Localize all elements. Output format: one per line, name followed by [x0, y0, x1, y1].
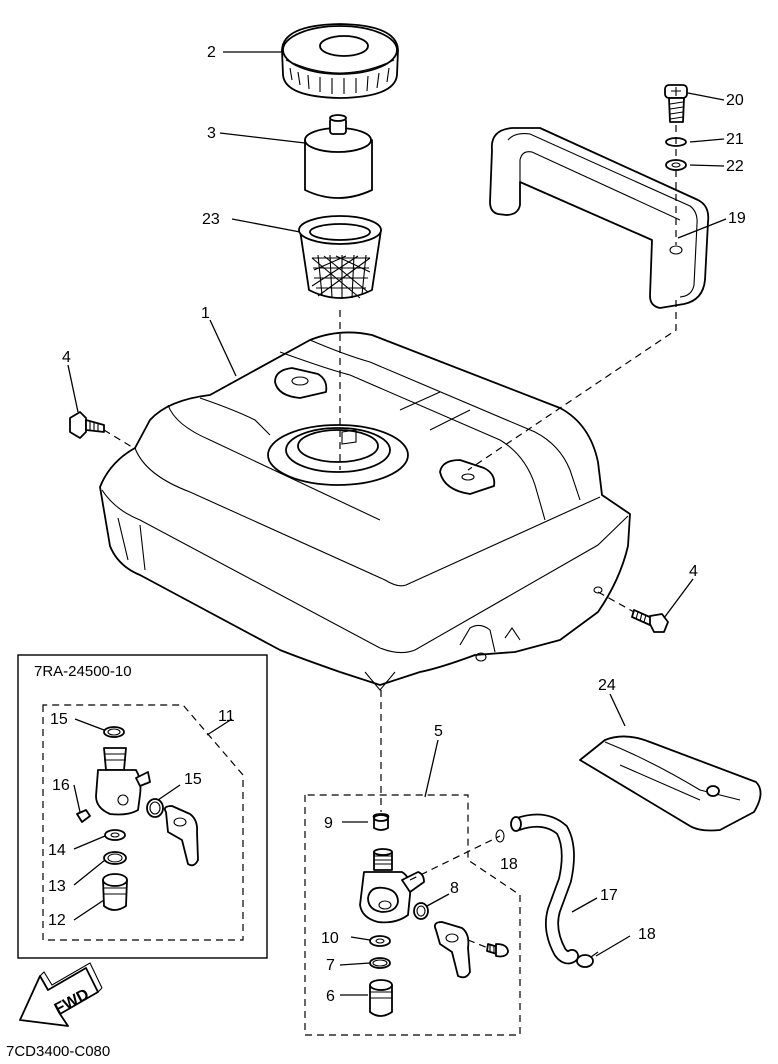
group-5-outline: [304, 794, 521, 1036]
kit-box: [17, 654, 268, 959]
callout-22: 22: [726, 158, 744, 175]
callout-21: 21: [726, 131, 744, 148]
leader-lines: [67, 51, 727, 996]
callout-24: 24: [598, 677, 616, 694]
forward-direction-arrow: FWD: [19, 962, 103, 1027]
callout-10: 10: [321, 930, 339, 947]
fuel-hose: [510, 813, 579, 965]
callout-2: 2: [207, 44, 216, 61]
fuel-cock-assembly: [359, 813, 509, 1017]
callout-15-lower: 15: [184, 771, 202, 788]
callout-20: 20: [726, 92, 744, 109]
drawing-code: 7CD3400-C080: [6, 1043, 110, 1060]
callout-3: 3: [207, 125, 216, 142]
fuel-filter-cup: [304, 114, 373, 199]
kit-group-11-outline: [42, 704, 244, 941]
callout-4-right: 4: [689, 563, 698, 580]
carry-handle: [489, 127, 710, 309]
callout-7: 7: [326, 957, 335, 974]
callout-6: 6: [326, 988, 335, 1005]
callout-9: 9: [324, 815, 333, 832]
kit-part-number: 7RA-24500-10: [34, 663, 132, 680]
callout-18-lower: 18: [638, 926, 656, 943]
callout-23: 23: [202, 211, 220, 228]
callout-8: 8: [450, 880, 459, 897]
callout-18-upper: 18: [500, 856, 518, 873]
callout-5: 5: [434, 723, 443, 740]
tank-bolt-right: [631, 609, 669, 633]
fuel-cap: [281, 23, 399, 99]
handle-bolt: [664, 84, 688, 123]
callout-12: 12: [48, 912, 66, 929]
callout-14: 14: [48, 842, 66, 859]
fuel-cock-kit-parts: [76, 726, 199, 911]
tank-cushion-pad: [579, 735, 762, 832]
handle-washer-22: [665, 159, 687, 171]
callout-11: 11: [218, 708, 235, 725]
callout-4-left: 4: [62, 349, 71, 366]
hose-clip-upper: [495, 829, 505, 843]
tank-bolt-left: [69, 411, 105, 439]
callout-17: 17: [600, 887, 618, 904]
callout-13: 13: [48, 878, 66, 895]
fuel-strainer: [298, 215, 382, 299]
callout-16: 16: [52, 777, 70, 794]
callout-15-upper: 15: [50, 711, 68, 728]
hose-clip-lower: [576, 951, 599, 968]
fuel-tank: [99, 331, 631, 691]
alignment-lines: [103, 125, 677, 949]
callout-19: 19: [728, 210, 746, 227]
callout-1: 1: [201, 305, 210, 322]
